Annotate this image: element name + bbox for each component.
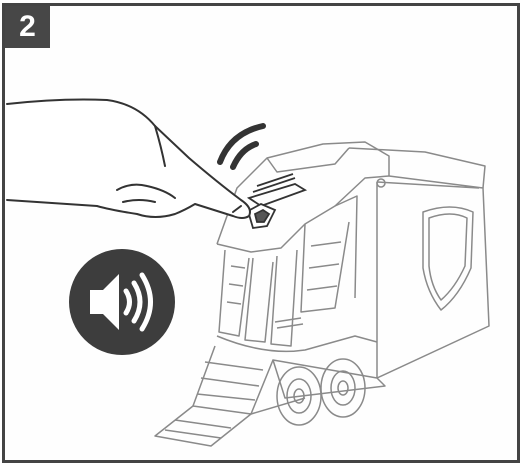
pointing-hand: [7, 100, 250, 219]
instruction-panel: 2: [2, 3, 520, 463]
instruction-illustration: [5, 6, 517, 460]
speaker-sound-icon: [69, 249, 175, 355]
sound-button: [248, 174, 305, 228]
sound-wave-signal-icon: [220, 126, 263, 167]
